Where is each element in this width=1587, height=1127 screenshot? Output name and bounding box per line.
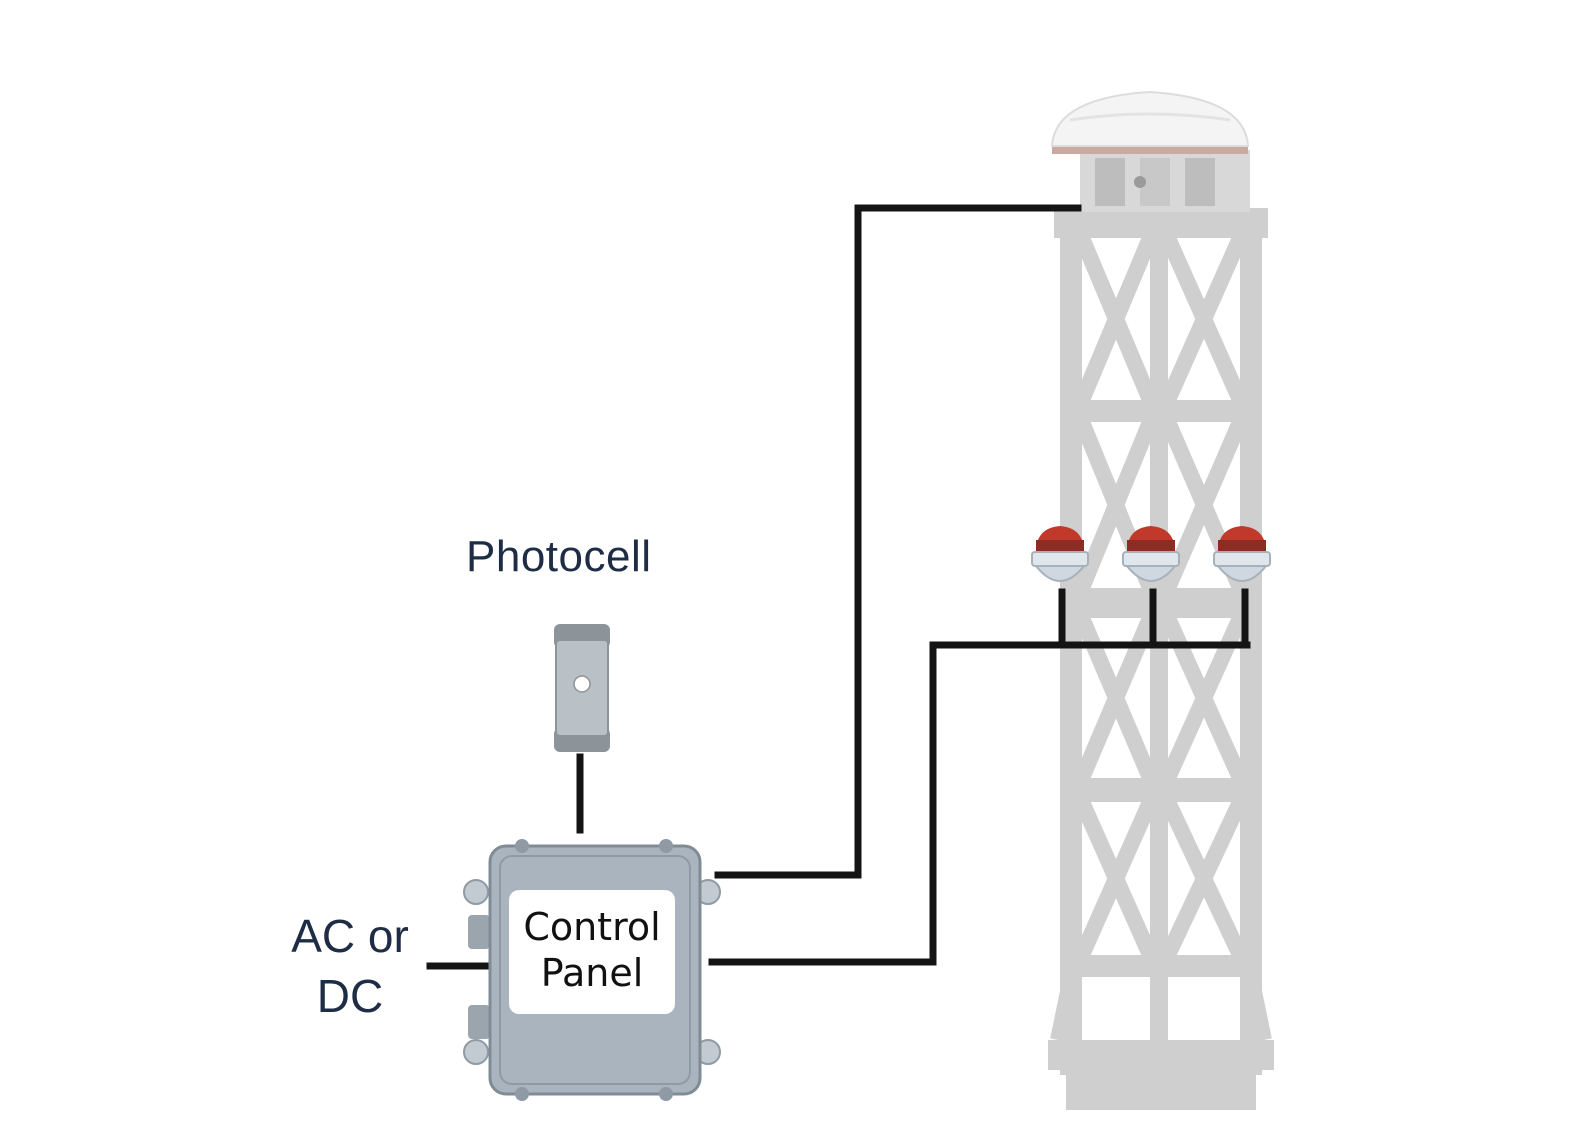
power-label-line-2: DC [316,970,384,1022]
red-beacon-icon [1213,526,1271,582]
red-beacon-icon [1031,526,1089,582]
red-beacon-icon [1122,526,1180,582]
panel-label-line-1: Control [523,905,661,949]
control-panel-enclosure [463,839,721,1101]
control-panel-label: Control Panel [509,904,675,996]
power-label-line-1: AC or [291,910,409,962]
top-beacon-icon [1050,90,1250,212]
wiring [426,204,1251,970]
power-source-label: AC or DC [280,906,420,1026]
photocell-icon [554,624,610,752]
lattice-tower [1048,208,1274,1110]
photocell-label: Photocell [466,532,652,581]
panel-label-line-2: Panel [540,951,644,995]
